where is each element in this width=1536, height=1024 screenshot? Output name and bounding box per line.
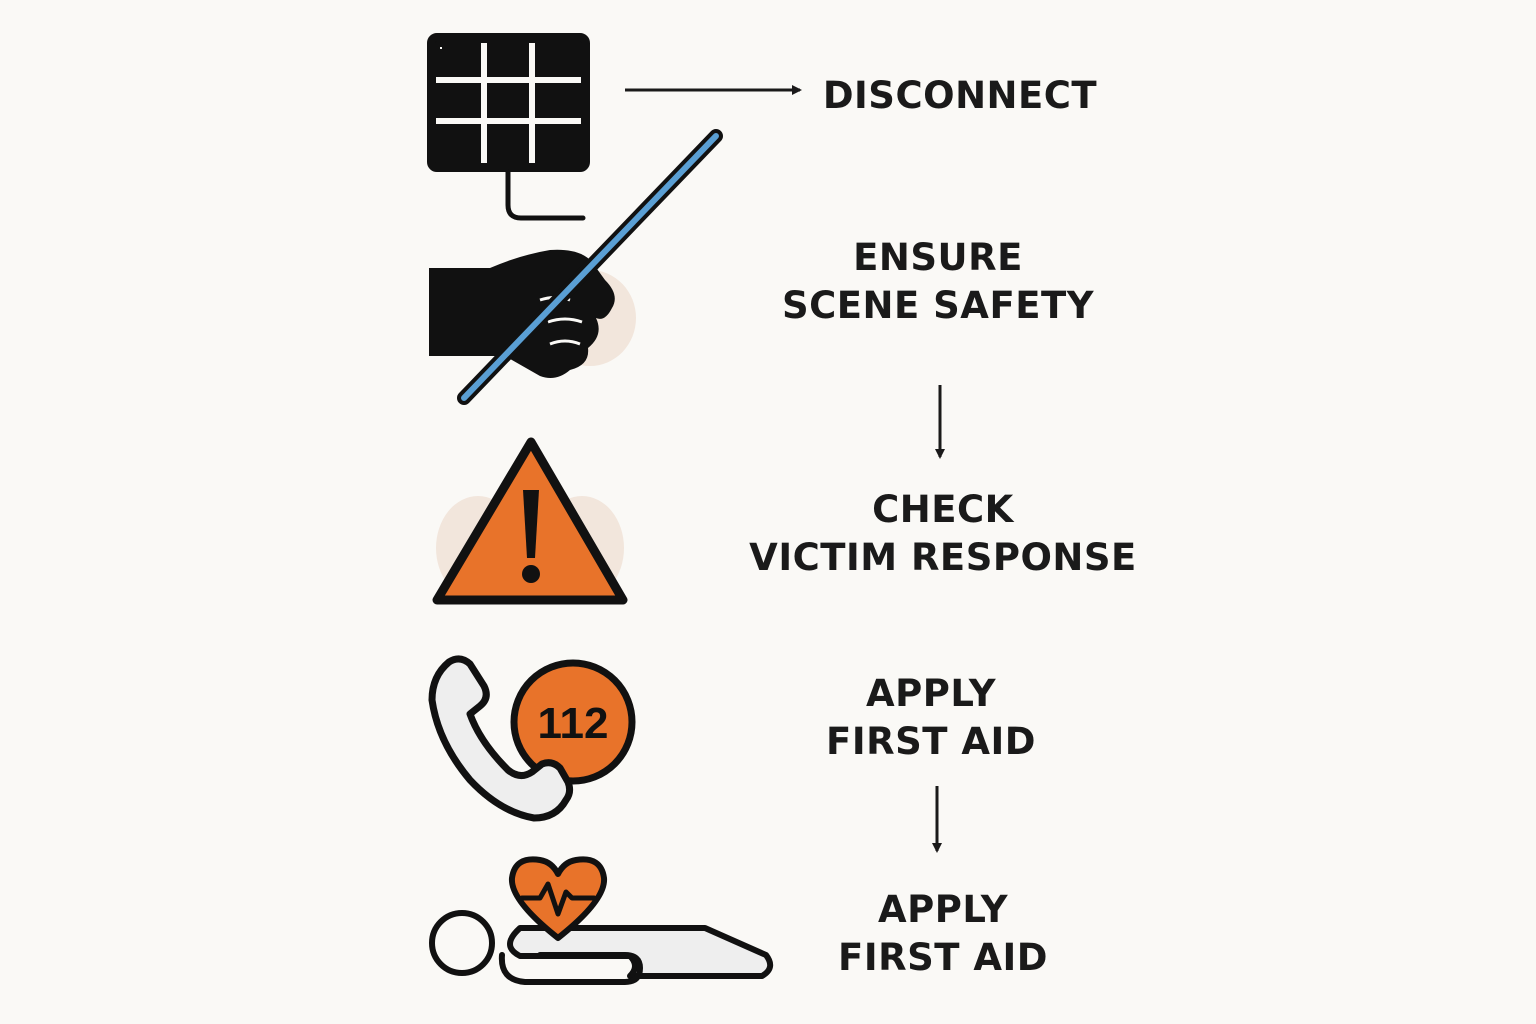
step-label-line: CHECK [872, 488, 1014, 531]
step-label-ensure-scene-safety: ENSURE SCENE SAFETY [782, 234, 1094, 330]
step-label-apply-first-aid-1: APPLY FIRST AID [826, 670, 1036, 766]
step-label-disconnect: DISCONNECT [823, 72, 1097, 120]
step-label-line: APPLY [878, 888, 1008, 931]
step-label-line: DISCONNECT [822, 74, 1098, 117]
step-label-line: VICTIM RESPONSE [749, 536, 1137, 579]
step-label-line: APPLY [866, 672, 996, 715]
step-label-line: FIRST AID [826, 720, 1036, 763]
step-label-line: ENSURE [853, 236, 1023, 279]
step-label-apply-first-aid-2: APPLY FIRST AID [838, 886, 1048, 982]
hand-holding-insulated-stick-icon [429, 129, 723, 405]
warning-triangle-icon [432, 437, 628, 605]
emergency-number: 112 [538, 699, 609, 748]
solar-panel-icon [427, 33, 590, 221]
step-label-line: FIRST AID [838, 936, 1048, 979]
person-lying-heartbeat-icon [429, 856, 774, 985]
step-label-line: SCENE SAFETY [781, 284, 1095, 327]
step-label-check-victim-response: CHECK VICTIM RESPONSE [749, 486, 1137, 582]
phone-emergency-call-icon: 112 [428, 655, 636, 822]
